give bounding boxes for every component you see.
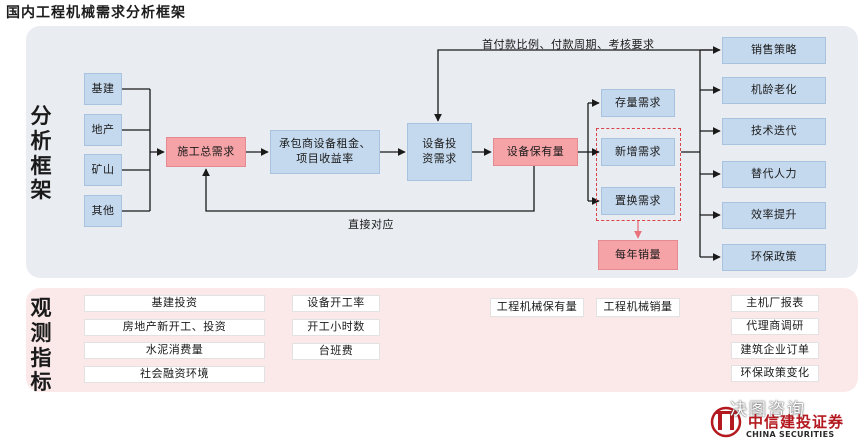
rental-yield-box: 承包商设备租金、 项目收益率	[270, 130, 380, 174]
indicator-construction-orders: 建筑企业订单	[731, 342, 819, 359]
watermark-text: 决图咨询	[730, 400, 806, 420]
factor-tech-iteration: 技术迭代	[722, 118, 826, 145]
source-mining: 矿山	[84, 154, 122, 186]
page-title: 国内工程机械需求分析框架	[6, 5, 186, 21]
factor-equipment-aging: 机龄老化	[722, 77, 826, 104]
annual-sales-box: 每年销量	[598, 240, 678, 270]
source-other: 其他	[84, 195, 122, 227]
bottom-arrow-label: 直接对应	[348, 218, 394, 231]
sales-group-dashed-border	[596, 128, 681, 221]
stock-demand-box: 存量需求	[601, 89, 675, 117]
equipment-investment-box: 设备投 资需求	[407, 123, 472, 181]
indicator-utilization-rate: 设备开工率	[292, 295, 380, 312]
indicators-side-label: 观 测 指 标	[30, 295, 52, 395]
indicator-social-financing: 社会融资环境	[84, 366, 265, 383]
indicator-machinery-stock: 工程机械保有量	[490, 298, 584, 317]
source-real-estate: 地产	[84, 114, 122, 146]
factor-sales-strategy: 销售策略	[722, 37, 826, 64]
indicator-cement-consumption: 水泥消费量	[84, 342, 265, 359]
equipment-stock-box: 设备保有量	[493, 138, 578, 166]
logo-english-name: CHINA SECURITIES	[746, 430, 835, 439]
indicator-infrastructure-investment: 基建投资	[84, 295, 265, 312]
indicator-working-hours: 开工小时数	[292, 319, 380, 336]
factor-labor-substitution: 替代人力	[722, 161, 826, 188]
indicator-oem-reports: 主机厂报表	[731, 295, 819, 312]
citic-logo-icon	[710, 406, 742, 438]
indicator-dealer-survey: 代理商调研	[731, 318, 819, 335]
new-demand-box: 新增需求	[601, 138, 675, 166]
logo-chinese-name: 中信建投证券	[748, 413, 845, 431]
factor-environmental-policy: 环保政策	[722, 244, 826, 271]
indicator-machinery-sales: 工程机械销量	[596, 298, 680, 317]
source-infrastructure: 基建	[84, 73, 122, 105]
framework-side-label: 分 析 框 架	[30, 103, 52, 203]
indicator-environmental-changes: 环保政策变化	[731, 365, 819, 382]
replacement-demand-box: 置换需求	[601, 187, 675, 215]
construction-demand-box: 施工总需求	[166, 137, 246, 167]
top-arrow-label: 首付款比例、付款周期、考核要求	[482, 38, 655, 51]
indicator-real-estate-starts: 房地产新开工、投资	[84, 319, 265, 336]
factor-efficiency: 效率提升	[722, 202, 826, 229]
indicator-shift-fee: 台班费	[292, 343, 380, 360]
